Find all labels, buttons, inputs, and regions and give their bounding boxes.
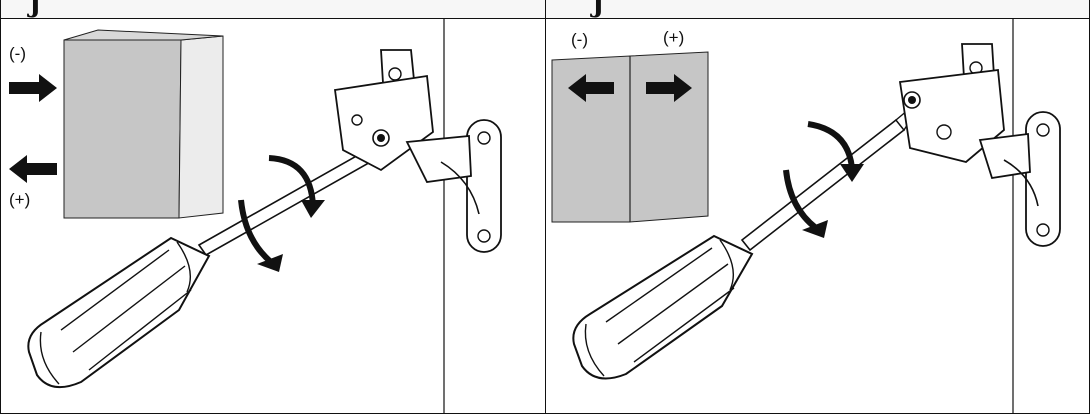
right-illustration	[551, 18, 1061, 414]
label-plus: (+)	[9, 190, 31, 209]
label-minus: (-)	[9, 44, 26, 63]
screwdriver-icon	[572, 109, 914, 380]
direction-arrow-icon	[9, 74, 57, 102]
rotation-arrow-icon	[807, 121, 864, 182]
rotation-arrow-icon	[238, 199, 283, 272]
rotation-arrow-icon	[268, 155, 325, 218]
step-glyph: J	[29, 0, 42, 19]
door-panel-icon	[63, 29, 224, 219]
label-minus: (-)	[571, 30, 588, 49]
left-illustration	[9, 18, 502, 414]
step-glyph: J	[592, 0, 605, 19]
panel-header-strip: J	[1, 0, 545, 19]
panel-door-side-adjustment: J (-) (+)	[0, 0, 546, 414]
door-panel-icon	[551, 51, 709, 223]
hinge-icon	[333, 49, 502, 253]
panel-header-strip: J	[546, 0, 1089, 19]
hinge-icon	[898, 43, 1061, 247]
direction-arrow-icon	[646, 74, 692, 102]
label-plus: (+)	[663, 28, 685, 47]
direction-arrow-icon	[568, 74, 614, 102]
direction-arrow-icon	[9, 155, 57, 183]
panel-door-depth-adjustment: J (-) (+)	[545, 0, 1090, 414]
rotation-arrow-icon	[783, 169, 828, 238]
